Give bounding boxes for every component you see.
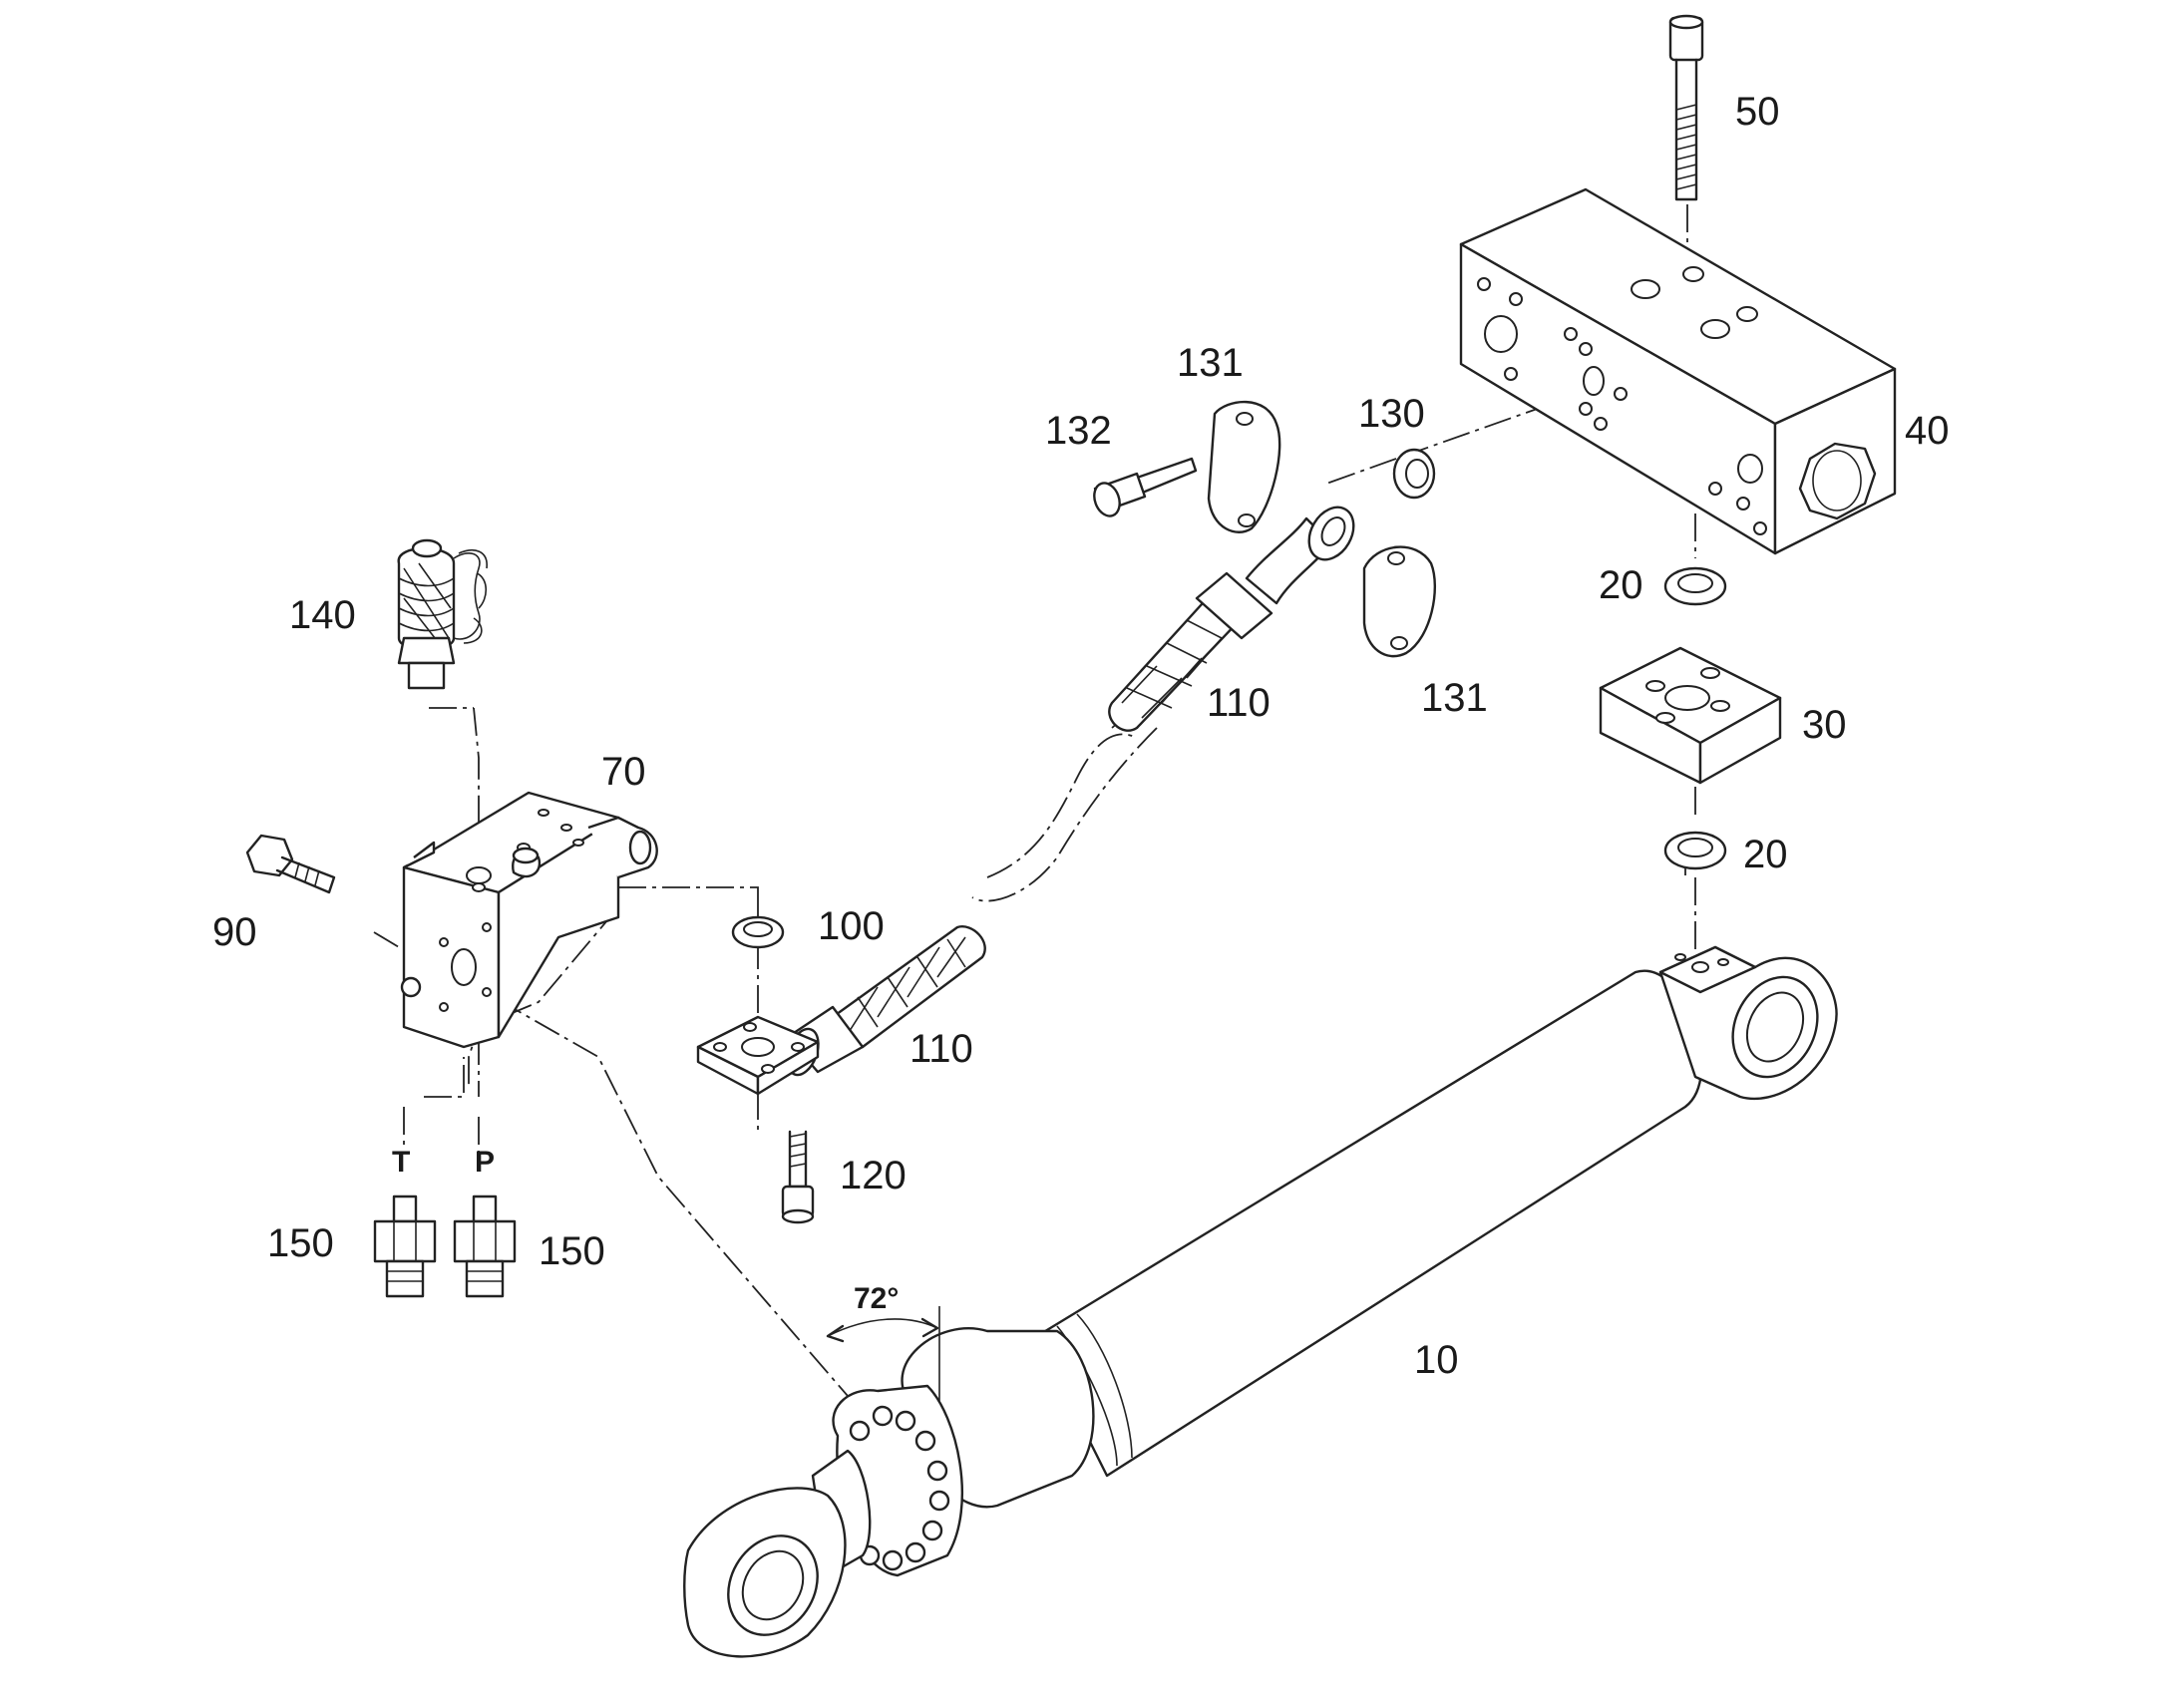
- label-part-131-upper: 131: [1177, 341, 1244, 385]
- label-part-10: 10: [1414, 1338, 1459, 1382]
- label-part-132: 132: [1045, 409, 1112, 453]
- label-part-40: 40: [1905, 409, 1950, 453]
- hydraulic-cylinder-10: [683, 945, 1838, 1658]
- label-part-50: 50: [1735, 90, 1780, 134]
- label-part-131-lower: 131: [1421, 676, 1488, 720]
- fitting-150-P: [453, 1195, 517, 1298]
- seal-ring-130: [1392, 448, 1436, 500]
- label-part-100: 100: [818, 904, 885, 948]
- hose-110-upper: [1108, 506, 1355, 732]
- label-angle: 72°: [854, 1282, 899, 1315]
- label-part-130: 130: [1358, 392, 1425, 436]
- label-part-150-right: 150: [539, 1229, 605, 1273]
- label-part-110-upper: 110: [1207, 681, 1271, 725]
- test-coupling-140: [397, 538, 488, 690]
- o-ring-20-lower: [1663, 831, 1727, 870]
- label-part-110-lower: 110: [909, 1027, 973, 1071]
- o-ring-100: [731, 915, 785, 949]
- label-part-20-upper: 20: [1599, 563, 1643, 607]
- clamp-half-131-lower: [1362, 545, 1437, 658]
- clamp-half-131-upper: [1207, 400, 1281, 533]
- fitting-150-T: [373, 1195, 437, 1298]
- bolt-50: [1668, 14, 1704, 201]
- angle-indicator: [826, 1306, 940, 1401]
- valve-block-40: [1459, 187, 1897, 555]
- spacer-plate-30: [1599, 646, 1782, 785]
- cap-screw-120: [781, 1130, 815, 1224]
- label-port-P: P: [475, 1146, 495, 1179]
- hose-110-lower: [696, 925, 986, 1096]
- label-part-150-left: 150: [267, 1221, 334, 1265]
- label-part-90: 90: [212, 910, 257, 954]
- label-part-20-lower: 20: [1743, 833, 1788, 876]
- label-part-70: 70: [601, 750, 646, 794]
- label-part-30: 30: [1802, 703, 1847, 747]
- o-ring-20-upper: [1663, 566, 1727, 606]
- cap-screw-132: [1093, 457, 1198, 517]
- valve-body-70: [400, 791, 658, 1049]
- hex-bolt-90: [245, 834, 336, 894]
- label-part-120: 120: [840, 1154, 907, 1197]
- label-part-140: 140: [289, 593, 356, 637]
- label-port-T: T: [392, 1146, 410, 1179]
